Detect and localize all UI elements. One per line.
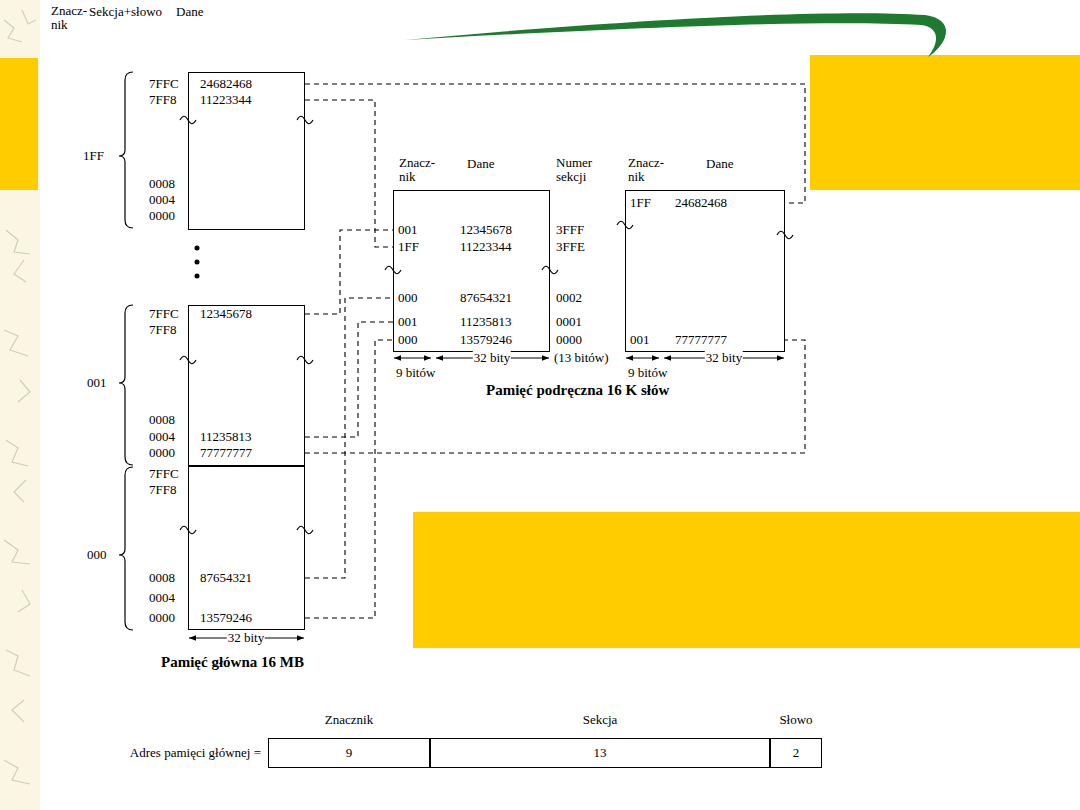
side-strip	[0, 0, 40, 810]
memory-block: 87654321 13579246	[188, 465, 305, 630]
label-text: 0008	[148, 413, 176, 427]
label-text: 9 bitów	[627, 366, 668, 380]
label-text: 000	[86, 548, 108, 562]
cell-value: 24682468	[675, 196, 727, 210]
cell-value: 000	[398, 333, 418, 347]
cell-value: 87654321	[460, 291, 512, 305]
label-text: 0000	[555, 333, 583, 347]
cell-value: 11223344	[460, 240, 512, 254]
label-text: 9 bitów	[395, 366, 436, 380]
dimension-arrows	[189, 358, 784, 638]
cell-value: 12345678	[460, 223, 512, 237]
mapping-line	[305, 340, 393, 618]
memory-caption: Pamięć główna 16 MB	[160, 654, 305, 671]
field-width: 9	[346, 746, 353, 760]
field-width: 13	[594, 746, 607, 760]
mapping-line	[305, 100, 393, 247]
label-text: (13 bitów)	[553, 351, 610, 365]
cell-value: 001	[398, 223, 418, 237]
address-field: 9	[268, 738, 430, 768]
cell-value: 87654321	[200, 571, 252, 585]
ellipsis-dots	[195, 246, 200, 279]
label-text: 0001	[555, 315, 583, 329]
side-accent	[0, 58, 38, 190]
mapping-line	[305, 84, 805, 203]
address-field: 2	[770, 738, 822, 768]
cell-value: 24682468	[200, 77, 252, 91]
label-text: Znacz- nik	[627, 156, 669, 185]
memory-block: 12345678 11235813 77777777	[188, 305, 305, 467]
label-text: 0004	[148, 193, 176, 207]
label-text: Znacz- nik	[398, 156, 440, 185]
label-text: 32 bity	[705, 351, 743, 365]
label-text: 0008	[148, 177, 176, 191]
label-text: Sekcja+słowo	[88, 5, 163, 19]
side-sketch	[4, 10, 36, 784]
break-marks	[180, 116, 793, 534]
cache-block: 001 12345678 1FF 11223344 000 87654321 001 1123…	[393, 190, 550, 352]
mapping-line	[305, 230, 393, 314]
label-text: Dane	[175, 5, 204, 19]
label-text: Znacz- nik	[50, 4, 92, 33]
label-text: Numer sekcji	[555, 156, 609, 185]
label-text: 0004	[148, 430, 176, 444]
cache-block: 1FF 24682468 001 77777777	[625, 190, 785, 352]
cell-value: 1FF	[630, 196, 651, 210]
memory-block: 24682468 11223344	[188, 72, 305, 230]
cell-value: 11235813	[200, 430, 252, 444]
label-text: Adres pamięci głównej =	[129, 746, 262, 760]
label-text: Dane	[466, 157, 495, 171]
label-text: 0008	[148, 571, 176, 585]
cell-value: 001	[630, 333, 650, 347]
label-text: Słowo	[778, 713, 813, 727]
label-text: 7FF8	[148, 483, 177, 497]
cell-value: 001	[398, 315, 418, 329]
cell-value: 77777777	[675, 333, 727, 347]
cell-value: 13579246	[460, 333, 512, 347]
yellow-panel	[810, 55, 1080, 190]
mapping-line	[305, 340, 805, 453]
label-text: 7FFC	[148, 467, 180, 481]
label-text: 1FF	[82, 149, 105, 163]
label-text: 0004	[148, 591, 176, 605]
cell-value: 77777777	[200, 446, 252, 460]
green-swoosh	[405, 13, 946, 57]
memory-caption: Pamięć podręczna 16 K słów	[485, 382, 670, 399]
cell-value: 13579246	[200, 611, 252, 625]
cell-value: 12345678	[200, 307, 252, 321]
label-text: 0000	[148, 611, 176, 625]
label-text: 0002	[555, 291, 583, 305]
label-text: 7FFC	[148, 77, 180, 91]
cell-value: 1FF	[398, 240, 419, 254]
label-text: Dane	[705, 157, 734, 171]
label-text: Znacznik	[324, 713, 374, 727]
mapping-line	[305, 322, 393, 437]
yellow-panel	[413, 512, 1080, 648]
label-text: 3FFE	[555, 240, 586, 254]
label-text: 32 bity	[227, 631, 265, 645]
label-text: 001	[86, 376, 108, 390]
label-text: 0000	[148, 209, 176, 223]
label-text: 32 bity	[473, 351, 511, 365]
cell-value: 11223344	[200, 93, 252, 107]
label-text: 7FFC	[148, 307, 180, 321]
label-text: Sekcja	[582, 713, 619, 727]
cell-value: 11235813	[460, 315, 512, 329]
field-width: 2	[793, 746, 800, 760]
address-field: 13	[430, 738, 770, 768]
label-text: 3FFF	[555, 223, 585, 237]
cell-value: 000	[398, 291, 418, 305]
label-text: 0000	[148, 446, 176, 460]
braces	[119, 72, 133, 630]
label-text: 7FF8	[148, 93, 177, 107]
label-text: 7FF8	[148, 323, 177, 337]
